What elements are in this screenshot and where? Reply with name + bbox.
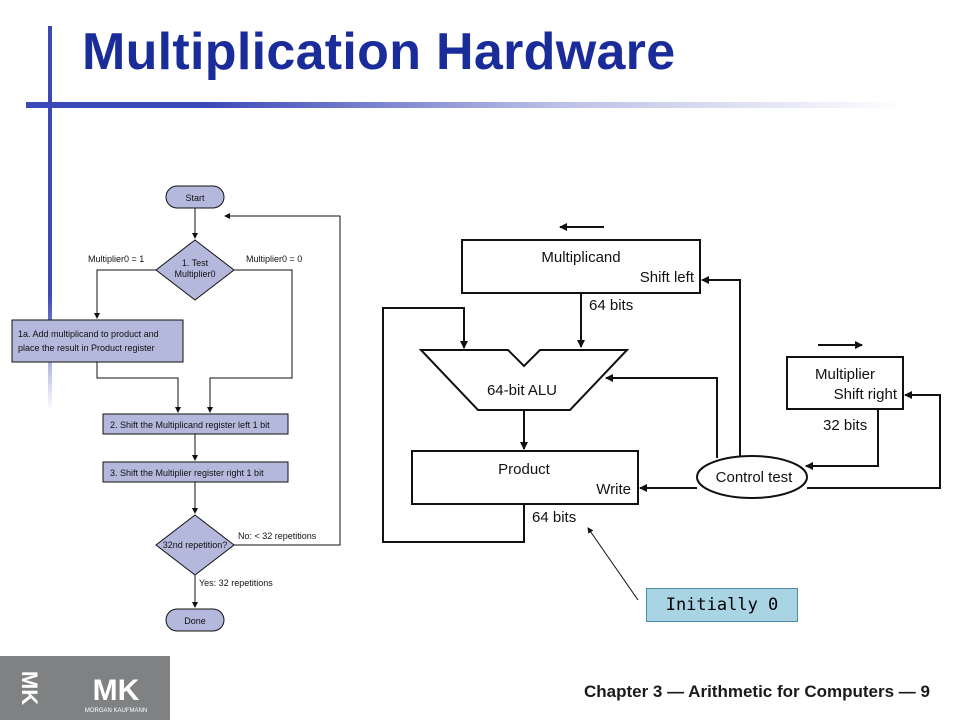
control-test-ellipse xyxy=(696,455,808,499)
flow-step-1a-box xyxy=(11,319,184,363)
logo-subtitle: MORGAN KAUFMANN xyxy=(85,708,147,714)
flow-test-label-2: Multiplier0 xyxy=(174,269,215,279)
accent-horizontal-bar xyxy=(26,102,906,108)
shift-right-label: Shift right xyxy=(834,386,898,403)
shift-left-label: Shift left xyxy=(640,269,695,286)
product-bits-label: 64 bits xyxy=(532,509,576,526)
multiplicand-label: Multiplicand xyxy=(541,249,620,266)
alu-label: 64-bit ALU xyxy=(487,382,557,399)
multiplier-register xyxy=(786,356,904,410)
product-label: Product xyxy=(498,461,551,478)
flow-done-label: Done xyxy=(184,616,206,626)
logo-vertical-mark: MK xyxy=(17,671,42,705)
logo-mark: MK xyxy=(93,674,140,707)
flow-branch-one-label: Multiplier0 = 1 xyxy=(88,254,144,264)
initially-zero-callout: Initially 0 xyxy=(646,588,798,622)
write-label: Write xyxy=(596,481,631,498)
control-test-label: Control test xyxy=(716,469,794,486)
slide-title: Multiplication Hardware xyxy=(82,23,676,81)
publisher-logo: MK MK MORGAN KAUFMANN xyxy=(17,671,147,714)
flow-test-label-1: 1. Test xyxy=(182,258,209,268)
flow-decision-label: 32nd repetition? xyxy=(163,540,228,550)
flow-test-diamond xyxy=(155,239,235,301)
flow-yes-label: Yes: 32 repetitions xyxy=(199,578,273,588)
slide-footer: Chapter 3 — Arithmetic for Computers — 9 xyxy=(583,682,930,701)
callout-pointer xyxy=(587,527,639,601)
multiplier-bits-label: 32 bits xyxy=(823,417,867,434)
flow-start-label: Start xyxy=(185,193,205,203)
multiplicand-bits-label: 64 bits xyxy=(589,297,633,314)
flow-done-terminal xyxy=(165,608,225,632)
flow-step-3-label: 3. Shift the Multiplier register right 1… xyxy=(110,468,264,478)
flow-step-1a-label-1: 1a. Add multiplicand to product and xyxy=(18,329,159,339)
flow-step-2-label: 2. Shift the Multiplicand register left … xyxy=(110,420,270,430)
flow-step-1a-label-2: place the result in Product register xyxy=(18,343,155,353)
flow-branch-zero-label: Multiplier0 = 0 xyxy=(246,254,302,264)
flow-no-label: No: < 32 repetitions xyxy=(238,531,317,541)
alu-block xyxy=(418,349,630,411)
multiplier-label: Multiplier xyxy=(815,366,875,383)
accent-vertical-bar xyxy=(48,26,52,410)
